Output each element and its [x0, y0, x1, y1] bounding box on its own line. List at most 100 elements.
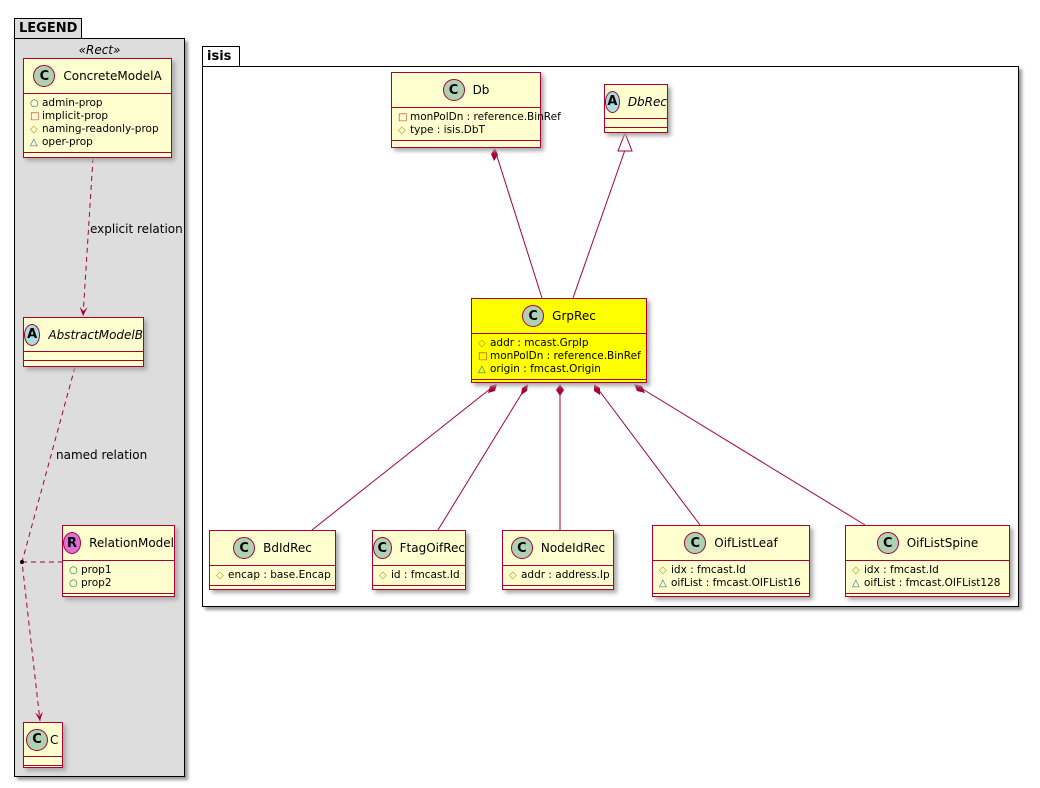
class-name: AbstractModelB	[48, 327, 143, 342]
class-name: BdIdRec	[263, 541, 312, 555]
private-visibility-icon: □	[398, 112, 408, 123]
relation-db-grprec	[494, 149, 543, 299]
abstract-circle-icon: A	[24, 323, 41, 346]
attribute-text: addr : address.Ip	[521, 569, 610, 581]
attribute-text: origin : fmcast.Origin	[490, 363, 601, 375]
class-oiflistleaf[interactable]: C OifListLeaf ◇idx : fmcast.Id△ oifList : f…	[652, 525, 810, 597]
attribute-text: id : fmcast.Id	[391, 569, 460, 581]
attribute-text: naming-readonly-prop	[42, 123, 159, 135]
class-circle-icon: C	[33, 65, 56, 87]
package-tab-legend: LEGEND	[14, 18, 82, 39]
private-visibility-icon: □	[478, 351, 488, 362]
attribute-text: oifList : fmcast.OIFList16	[671, 577, 801, 589]
class-circle-icon: C	[876, 532, 899, 554]
abstract-circle-icon: A	[605, 90, 620, 113]
package-legend	[14, 38, 185, 777]
class-attributes: □monPolDn : reference.BinRef◇ type : isis…	[392, 108, 561, 141]
class-attribute: ◇naming-readonly-prop	[30, 123, 165, 136]
class-attributes: ◇idx : fmcast.Id△ oifList : fmcast.OIFLis…	[846, 561, 1009, 594]
class-attribute: ◇ id : fmcast.Id	[379, 569, 460, 582]
attribute-text: idx : fmcast.Id	[864, 564, 939, 576]
class-header: C OifListSpine	[846, 526, 1009, 561]
package-visibility-icon: △	[852, 578, 860, 589]
class-dbrec[interactable]: A DbRec	[604, 84, 668, 133]
class-attributes: ◇addr : address.Ip	[503, 566, 613, 586]
class-attributes	[24, 352, 143, 361]
class-attributes: ○prop1○prop2	[63, 561, 174, 594]
relation-grprec-ftagoifrec	[437, 384, 528, 531]
class-attribute: ◇ type : isis.DbT	[398, 124, 534, 137]
public-visibility-icon: ○	[30, 98, 39, 109]
class-attribute: ○prop2	[69, 577, 168, 590]
class-name: OifListLeaf	[714, 536, 778, 550]
relation-label: named relation	[56, 448, 148, 462]
class-name: GrpRec	[552, 309, 596, 323]
class-name: OifListSpine	[906, 536, 979, 550]
class-attribute: ○admin-prop	[30, 97, 165, 110]
attribute-text: idx : fmcast.Id	[671, 564, 746, 576]
class-circle-icon: C	[510, 537, 533, 559]
attribute-text: addr : mcast.GrpIp	[490, 337, 589, 349]
inheritance-triangle	[617, 131, 633, 152]
class-attribute: ○prop1	[69, 564, 168, 577]
class-attributes: ○admin-prop□implicit-prop◇naming-readonl…	[24, 94, 171, 153]
class-attribute: ◇idx : fmcast.Id	[852, 564, 1003, 577]
class-attributes: ◇idx : fmcast.Id△ oifList : fmcast.OIFLis…	[653, 561, 809, 594]
class-attribute: □implicit-prop	[30, 110, 165, 123]
class-oiflistspine[interactable]: C OifListSpine ◇idx : fmcast.Id△ oifList : …	[845, 525, 1010, 597]
package-visibility-icon: △	[478, 364, 486, 375]
class-name: C	[50, 732, 59, 747]
relation-label: explicit relation	[90, 222, 183, 236]
composition-diamond	[491, 148, 498, 161]
class-attribute: △oper-prop	[30, 136, 165, 149]
class-attributes	[605, 119, 667, 128]
relation-grprec-oiflistleaf	[594, 384, 701, 526]
class-header: C OifListLeaf	[653, 526, 809, 561]
class-attributes: ◇addr : mcast.GrpIp□monPolDn : reference…	[472, 334, 646, 380]
attribute-text: encap : base.Encap	[228, 569, 331, 581]
composition-diamond	[634, 384, 645, 393]
class-header: A AbstractModelB	[24, 318, 143, 352]
class-attribute: △ origin : fmcast.Origin	[478, 363, 640, 376]
attribute-text: admin-prop	[42, 97, 103, 109]
class-circle-icon: C	[684, 532, 707, 554]
relation-explicit	[79, 157, 94, 317]
class-abstractmodelb[interactable]: A AbstractModelB	[23, 317, 144, 367]
package-tab-isis: isis	[202, 46, 240, 67]
protected-visibility-icon: ◇	[379, 570, 387, 581]
attribute-text: type : isis.DbT	[410, 124, 485, 136]
class-header: A DbRec	[605, 85, 667, 119]
protected-visibility-icon: ◇	[398, 125, 406, 136]
composition-diamond	[594, 384, 600, 395]
class-name: DbRec	[627, 94, 667, 109]
attribute-text: oifList : fmcast.OIFList128	[864, 577, 1001, 589]
relation-grprec-dbrec	[572, 149, 626, 299]
class-attribute: □monPolDn : reference.BinRef	[398, 111, 561, 124]
composition-diamond	[556, 384, 564, 396]
package-visibility-icon: △	[659, 578, 667, 589]
class-attribute: ◇idx : fmcast.Id	[659, 564, 803, 577]
class-name: Db	[472, 83, 490, 97]
attribute-text: monPolDn : reference.BinRef	[490, 350, 641, 362]
class-name: RelationModel	[89, 536, 174, 550]
class-circle-icon: C	[233, 537, 256, 559]
class-header: C BdIdRec	[210, 531, 335, 566]
package-visibility-icon: △	[30, 137, 38, 148]
